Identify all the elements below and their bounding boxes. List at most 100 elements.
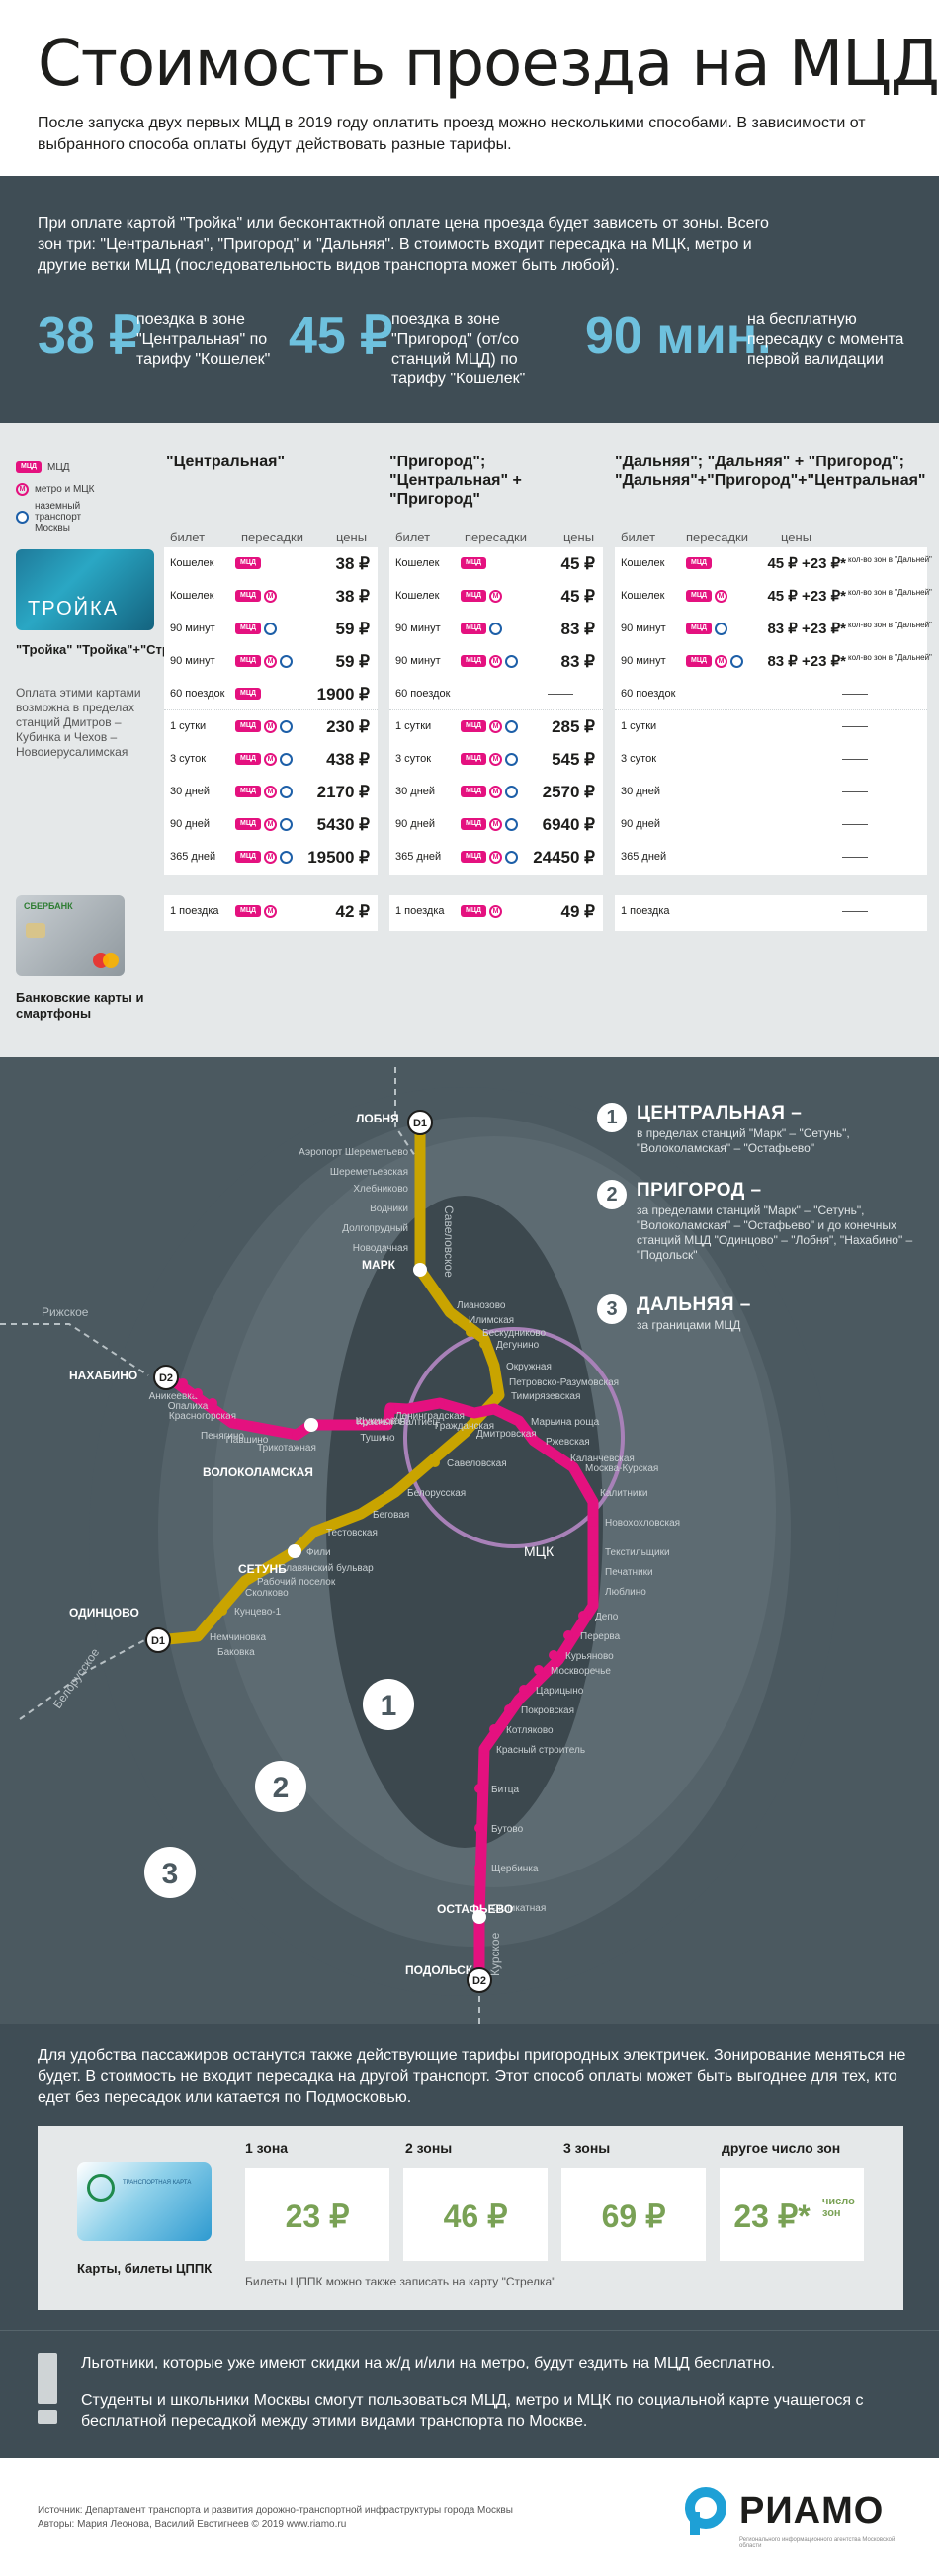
mcd-icon: МЦД (461, 753, 486, 765)
page-title: Стоимость проезда на МЦД (38, 28, 939, 101)
d1-station-dot (217, 1606, 227, 1616)
station-label: Славянский бульвар (279, 1562, 374, 1574)
mcd-icon: МЦД (235, 655, 261, 667)
table-row: 365 дней (615, 841, 927, 873)
key-station-dot (472, 1910, 486, 1924)
line-badge (467, 1967, 492, 1993)
station-label: Котляково (506, 1725, 554, 1736)
ticket-type: 90 дней (395, 818, 436, 830)
d2-station-dot (489, 1724, 499, 1734)
zones-intro-text: При оплате картой "Тройка" или бесконтак… (38, 215, 769, 274)
benefits-line-1: Льготники, которые уже имеют скидки на ж… (81, 2355, 776, 2371)
metro-icon: М (489, 904, 502, 918)
d1-station-dot (415, 1203, 425, 1212)
d1-station-dot (489, 1361, 499, 1371)
d2-station-dot (534, 1665, 544, 1675)
suburban-panel: ТРАНСПОРТНАЯ КАРТА Карты, билеты ЦППК 1 … (38, 2126, 903, 2310)
station-label: Ленинградская (395, 1411, 465, 1422)
ticket-type: Кошелек (170, 557, 214, 569)
suburban-text: Для удобства пассажиров останутся также … (38, 2047, 906, 2106)
station-label: Хлебниково (353, 1183, 408, 1195)
station-label: Ржевская (546, 1437, 590, 1448)
col-head-transfer-1: пересадки (241, 530, 303, 544)
mcd-icon: МЦД (235, 753, 261, 765)
d2-station-dot (578, 1611, 588, 1620)
zone-number-label: 1 (381, 1690, 397, 1722)
price: 438 ₽ (326, 750, 370, 769)
station-label: Марьина роща (531, 1417, 600, 1428)
zone-3-price-box: 69 ₽ (561, 2168, 706, 2261)
mcd-icon: МЦД (235, 786, 261, 797)
price: 2570 ₽ (542, 783, 595, 801)
d2-station-dot (588, 1517, 598, 1527)
troika-note: Оплата этими картами возможна в пределах… (16, 686, 141, 759)
table-row: 60 поездок (615, 678, 927, 710)
bus-icon (16, 510, 29, 524)
metro-icon: М (264, 752, 277, 766)
station-label: Опалиха (168, 1401, 209, 1412)
station-label: Водники (370, 1204, 408, 1214)
troika-card-image: ТРОЙКА (16, 549, 154, 630)
d1-station-dot (390, 1487, 400, 1497)
col-head-transfer-3: пересадки (686, 530, 748, 544)
station-label: Каланчевская (570, 1454, 635, 1464)
price: 45 ₽ +23 ₽* (767, 555, 846, 572)
stat-suburb-value: 45 ₽ (289, 307, 393, 365)
mcd-icon: МЦД (235, 851, 261, 863)
transfer-icons: МЦД (235, 556, 261, 570)
d2-station-dot (583, 1487, 593, 1497)
mcd-icon: МЦД (686, 655, 712, 667)
station-label: Печатники (605, 1567, 653, 1578)
cppk-card-image: ТРАНСПОРТНАЯ КАРТА (77, 2162, 212, 2241)
station-label: Курьяново (565, 1651, 614, 1662)
d1-station-dot (415, 1242, 425, 1252)
zone-number-badge (144, 1847, 196, 1898)
metro-icon: М (264, 785, 277, 798)
metro-icon: М (264, 719, 277, 733)
d2-station-dot (514, 1416, 524, 1426)
col-head-ticket-3: билет (621, 530, 656, 544)
mcd-icon: МЦД (235, 688, 261, 700)
stat-transfer-note: на бесплатную пересадку с момента первой… (747, 311, 904, 368)
station-label: Царицыно (536, 1686, 584, 1697)
d1-station-dot (240, 1576, 250, 1586)
bank-row-far: 1 поездка (615, 895, 927, 931)
price: 59 ₽ (335, 620, 370, 638)
zone-1-price-box: 23 ₽ (245, 2168, 389, 2261)
benefits-line-2: Студенты и школьники Москвы смогут польз… (81, 2392, 864, 2430)
bus-icon (280, 654, 293, 668)
mcd-icon: МЦД (461, 851, 486, 863)
intro-text: После запуска двух первых МЦД в 2019 год… (38, 115, 866, 153)
rizhskoe-dashed-line (0, 1323, 149, 1376)
line-badge-label: D1 (151, 1635, 165, 1647)
stat-central-value: 38 ₽ (38, 307, 142, 365)
mcd-icon: МЦД (461, 590, 486, 602)
mcd-icon: МЦД (461, 557, 486, 569)
price: 38 ₽ (335, 554, 370, 573)
d2-station-dot (588, 1586, 598, 1596)
bus-icon (505, 785, 518, 798)
station-label: Депо (595, 1612, 619, 1622)
bus-icon (280, 719, 293, 733)
stat-transfer-value: 90 мин. (585, 307, 772, 365)
metro-icon: М (489, 589, 502, 603)
ticket-type: 365 дней (621, 851, 667, 863)
dash (842, 726, 868, 727)
table-row: 1 поездка (615, 895, 927, 928)
